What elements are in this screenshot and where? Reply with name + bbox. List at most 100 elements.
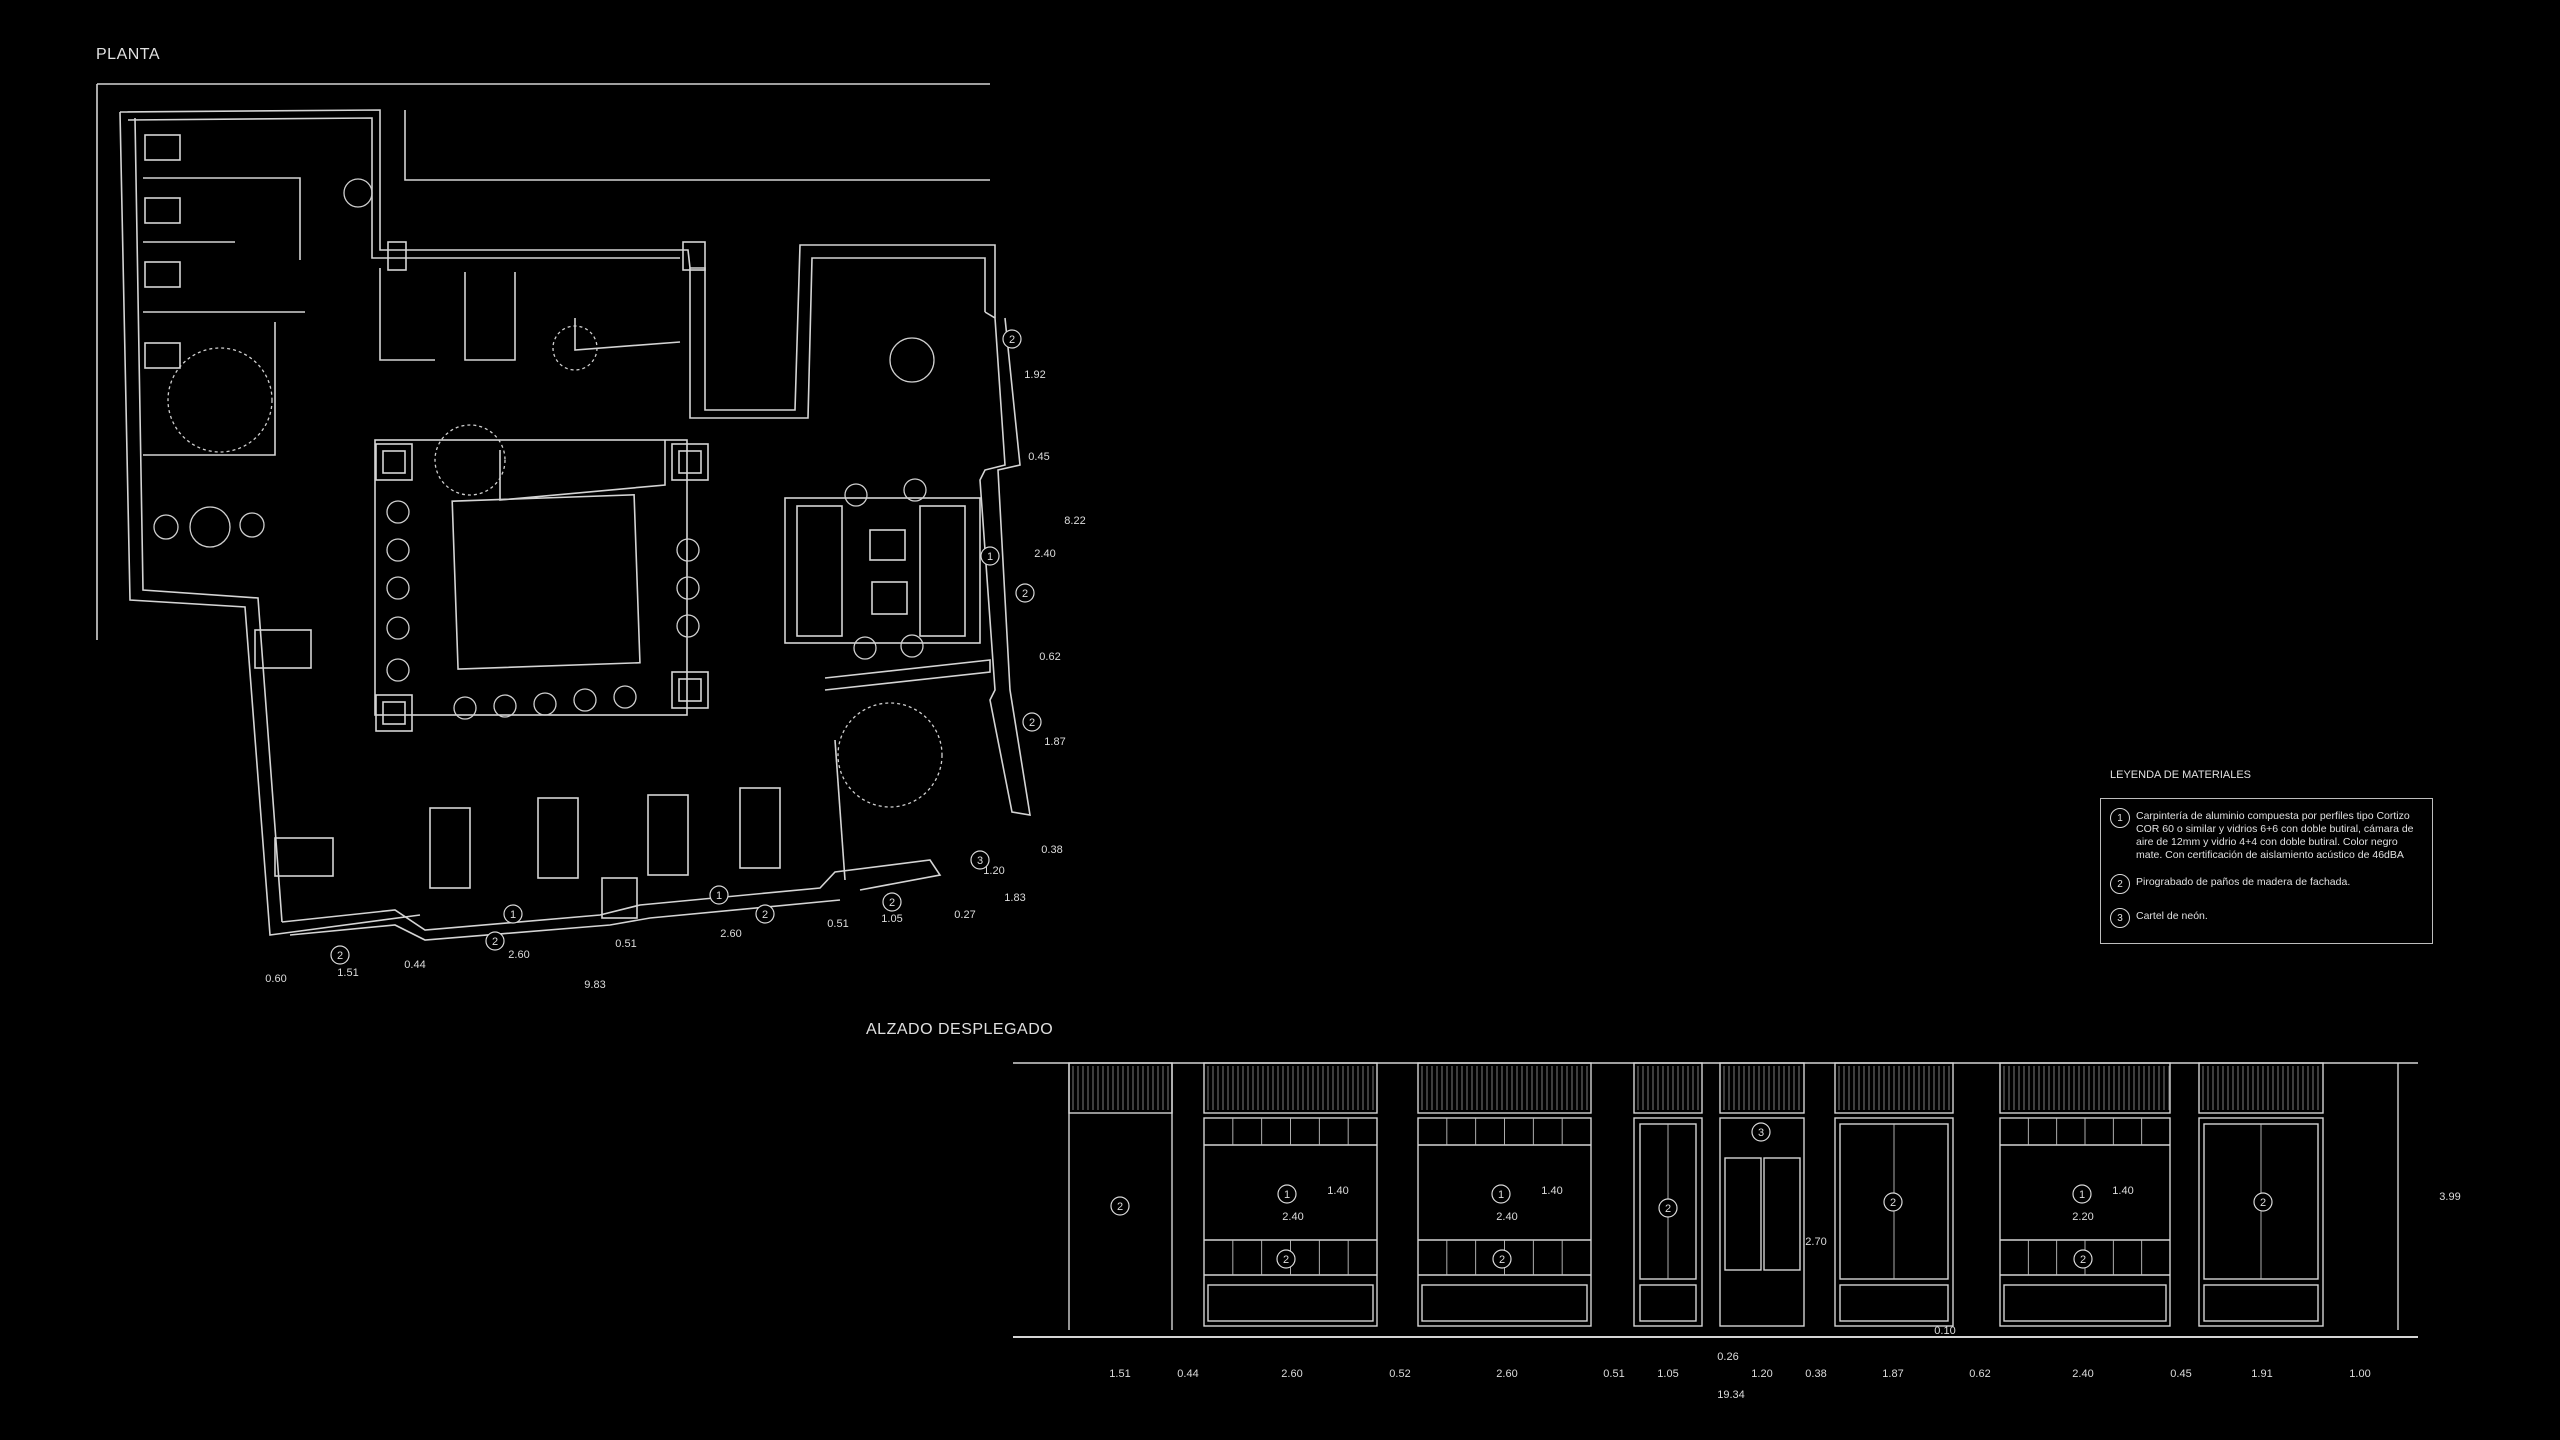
elevation-material-tag: 3 [1751, 1122, 1771, 1142]
plan-dimension: 0.27 [954, 909, 975, 921]
plan-material-tag: 2 [485, 931, 505, 951]
plan-material-tag: 1 [980, 546, 1000, 566]
svg-text:1: 1 [2079, 1189, 2085, 1201]
elevation-dimension: 0.26 [1717, 1351, 1738, 1363]
elevation-material-tag: 2 [1883, 1192, 1903, 1212]
plan-dimension: 1.87 [1044, 736, 1065, 748]
plan-title: PLANTA [96, 46, 161, 63]
elevation-bottom-dimension: 0.62 [1969, 1368, 1990, 1380]
elevation-material-tag: 2 [1276, 1249, 1296, 1269]
svg-text:1: 1 [510, 909, 516, 921]
elevation-bottom-dimension: 1.87 [1882, 1368, 1903, 1380]
plan-right-facade [979, 311, 1031, 816]
elevation-dimension: 3.99 [2439, 1191, 2460, 1203]
svg-text:1: 1 [716, 890, 722, 902]
svg-text:1: 1 [1498, 1189, 1504, 1201]
elevation-material-tag: 1 [1491, 1184, 1511, 1204]
legend-item: 2 Pirograbado de paños de madera de facha… [2110, 874, 2426, 894]
elevation-dimension: 1.40 [1541, 1185, 1562, 1197]
elevation-bottom-dimension: 1.20 [1751, 1368, 1772, 1380]
svg-text:2: 2 [762, 909, 768, 921]
legend-item: 3 Cartel de neón. [2110, 908, 2426, 928]
plan-dimension: 1.83 [1004, 892, 1025, 904]
plan-dimension: 9.83 [584, 979, 605, 991]
svg-text:2: 2 [1029, 717, 1035, 729]
svg-text:2: 2 [1022, 588, 1028, 600]
elevation-pane-dividers [1232, 1118, 2262, 1279]
elevation-dimension: 0.10 [1934, 1325, 1955, 1337]
legend-title: LEYENDA DE MATERIALES [2110, 769, 2252, 781]
elevation-bottom-dimension: 2.40 [2072, 1368, 2093, 1380]
elevation-dimension: 2.20 [2072, 1211, 2093, 1223]
elevation-bottom-dimension: 1.91 [2251, 1368, 2272, 1380]
elevation-hatching [1072, 1066, 2319, 1110]
svg-text:2: 2 [1499, 1254, 1505, 1266]
svg-text:2: 2 [889, 897, 895, 909]
plan-material-tag: 2 [1022, 712, 1042, 732]
plan-dimension: 2.60 [508, 949, 529, 961]
elevation-bottom-dimension: 1.00 [2349, 1368, 2370, 1380]
plan-dimension: 1.92 [1024, 369, 1045, 381]
elevation-drawing [1013, 1062, 2418, 1338]
elevation-bottom-dimension: 0.45 [2170, 1368, 2191, 1380]
svg-text:2: 2 [1117, 1201, 1123, 1213]
legend-item-text: Cartel de neón. [2136, 910, 2208, 922]
svg-text:2: 2 [492, 936, 498, 948]
plan-courtyard [374, 439, 688, 716]
plan-dimension: 0.60 [265, 973, 286, 985]
elevation-material-tag: 2 [1110, 1196, 1130, 1216]
svg-text:2: 2 [1009, 334, 1015, 346]
elevation-bottom-dimension: 0.38 [1805, 1368, 1826, 1380]
plan-dimension: 0.44 [404, 959, 425, 971]
legend-box [2100, 798, 2433, 944]
svg-text:2: 2 [2260, 1197, 2266, 1209]
legend-item: 1 Carpintería de aluminio compuesta por p… [2110, 808, 2426, 862]
plan-dimension: 0.45 [1028, 451, 1049, 463]
elevation-bottom-dimension: 2.60 [1281, 1368, 1302, 1380]
elevation-dimension: 1.40 [1327, 1185, 1348, 1197]
plan-material-tag: 2 [330, 945, 350, 965]
elevation-total-dimension: 19.34 [1717, 1389, 1745, 1401]
elevation-material-tag: 2 [2253, 1192, 2273, 1212]
elevation-dimension: 2.40 [1496, 1211, 1517, 1223]
svg-text:2: 2 [1890, 1197, 1896, 1209]
legend-item-text: Carpintería de aluminio compuesta por pe… [2136, 810, 2414, 861]
plan-material-tag: 2 [1015, 583, 1035, 603]
elevation-material-tag: 2 [1492, 1249, 1512, 1269]
plan-material-tag: 2 [882, 892, 902, 912]
elevation-bottom-dimension: 1.05 [1657, 1368, 1678, 1380]
plan-dimension: 0.51 [615, 938, 636, 950]
elevation-bottom-dimension: 0.51 [1603, 1368, 1624, 1380]
elevation-dimension: 1.40 [2112, 1185, 2133, 1197]
svg-text:1: 1 [1284, 1189, 1290, 1201]
legend-item-number: 1 [2110, 808, 2130, 828]
elevation-bottom-dimension: 2.60 [1496, 1368, 1517, 1380]
plan-material-tag: 2 [1002, 329, 1022, 349]
elevation-title: ALZADO DESPLEGADO [866, 1021, 1054, 1038]
plan-dimension: 0.51 [827, 918, 848, 930]
svg-text:3: 3 [1758, 1127, 1764, 1139]
plan-dimension: 0.38 [1041, 844, 1062, 856]
elevation-dimension: 2.40 [1282, 1211, 1303, 1223]
plan-bottom-facade [281, 859, 942, 931]
svg-text:1: 1 [987, 551, 993, 563]
plan-material-tag: 2 [755, 904, 775, 924]
plan-dimension: 1.05 [881, 913, 902, 925]
plan-dimension: 1.51 [337, 967, 358, 979]
elevation-material-tag: 1 [1277, 1184, 1297, 1204]
elevation-material-tag: 2 [2073, 1249, 2093, 1269]
elevation-dimension: 2.70 [1805, 1236, 1826, 1248]
plan-furniture-circles [153, 178, 943, 808]
legend-item-text: Pirograbado de paños de madera de fachad… [2136, 876, 2351, 888]
svg-text:3: 3 [977, 855, 983, 867]
svg-text:2: 2 [337, 950, 343, 962]
plan-material-tag: 1 [503, 904, 523, 924]
elevation-bottom-dimension: 0.44 [1177, 1368, 1198, 1380]
elevation-bottom-dimension: 1.51 [1109, 1368, 1130, 1380]
plan-outer-wall [119, 109, 996, 411]
legend-item-number: 3 [2110, 908, 2130, 928]
svg-text:2: 2 [1283, 1254, 1289, 1266]
legend-item-number: 2 [2110, 874, 2130, 894]
elevation-material-tag: 2 [1658, 1198, 1678, 1218]
